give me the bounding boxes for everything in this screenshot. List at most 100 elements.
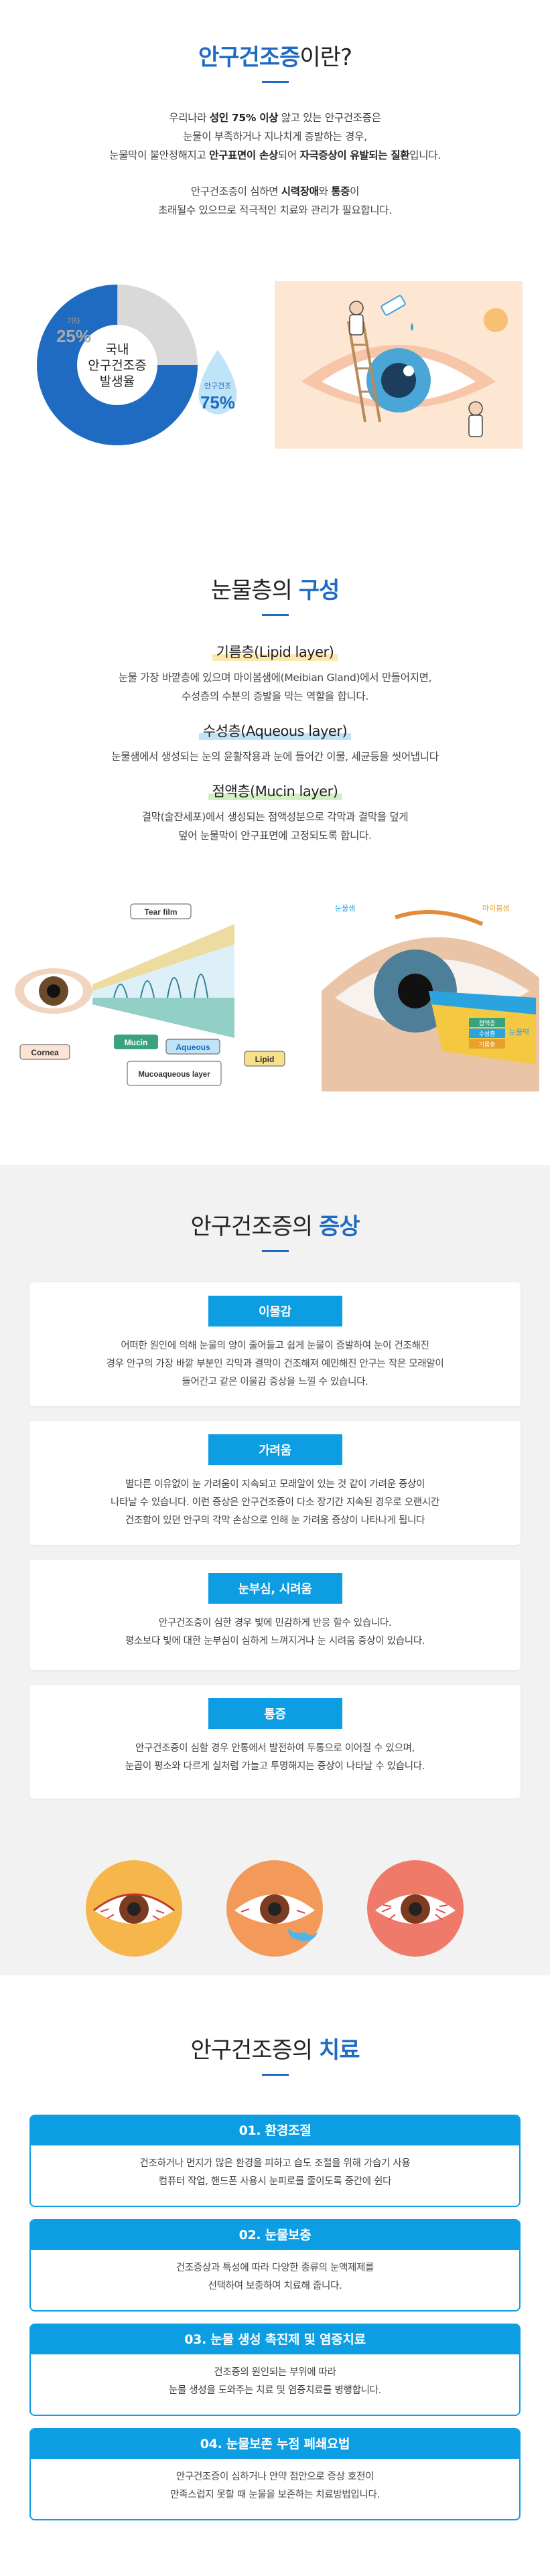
doctor-figure-icon [349, 301, 364, 315]
symptom-tag: 가려움 [208, 1434, 342, 1465]
symptom-title: 안구건조증의 증상 [0, 1165, 550, 1241]
lipid-layer-desc: 눈물 가장 바깥층에 있으며 마이봄샘에(Meibian Gland)에서 만들… [0, 668, 550, 706]
treatment-head: 01. 환경조절 [31, 2116, 519, 2145]
treatment-title-pre: 안구건조증의 [190, 2037, 319, 2064]
title-underline [261, 81, 289, 83]
intro-title-main: 안구건조증 [198, 44, 300, 71]
text: 어떠한 원인에 의해 눈물의 양이 줄어들고 쉽게 눈물이 증발하여 눈이 건조… [121, 1341, 429, 1351]
aqueous-layer-name: 수성층(Aqueous layer) [198, 721, 352, 741]
symptom-card-glare: 눈부심, 시려움 안구건조증이 심한 경우 빛에 민감하게 반응 할수 있습니다… [29, 1560, 521, 1670]
layer-list: 기름층(Lipid layer) 눈물 가장 바깥층에 있으며 마이봄샘에(Me… [0, 641, 550, 845]
tear-gland-label: 눈물샘 [335, 904, 355, 913]
donut-other-value: 25% [56, 326, 91, 346]
text: 되어 [277, 149, 300, 161]
mucin-label-box [114, 1035, 158, 1049]
symptom-tag: 통증 [208, 1698, 342, 1729]
tear-title-bold: 구성 [298, 577, 340, 604]
symptom-title-bold: 증상 [318, 1213, 360, 1240]
tear-title: 눈물층의 구성 [0, 516, 550, 605]
treatment-desc: 건조증의 원인되는 부위에 따라 눈물 생성을 도와주는 치료 및 염증치료를 … [31, 2354, 519, 2400]
text: 수성층의 수분의 증발을 막는 역할을 합니다. [181, 690, 369, 702]
ladder-icon [347, 321, 366, 423]
text: 눈물이 부족하거나 지나치게 증발하는 경우, [183, 131, 367, 143]
meibomian-gland-icon [395, 910, 484, 926]
text: 만족스럽지 못할 때 눈물을 보존하는 치료방법입니다. [170, 2490, 380, 2500]
text-bold: 성인 75% 이상 [209, 112, 279, 124]
text: 들어간고 같은 이물감 증상을 느낄 수 있습니다. [182, 1377, 368, 1387]
eye-circle-tearing-icon [226, 1860, 323, 1957]
donut-hole [78, 326, 156, 404]
veins [381, 1904, 448, 1920]
treatment-card-environment: 01. 환경조절 건조하거나 먼지가 많은 환경을 피하고 습도 조절을 위해 … [29, 2115, 521, 2207]
intro-paragraph-1: 우리나라 성인 75% 이상 앓고 있는 안구건조증은 눈물이 부족하거나 지나… [0, 108, 550, 165]
treatment-card-punctal-plug: 04. 눈물보존 누점 폐쇄요법 안구건조증이 심하거나 안약 점안으로 증상 … [29, 2428, 521, 2520]
eyedrop-bottle-icon [381, 295, 406, 316]
text: 나타날 수 있습니다. 이런 증상은 안구건조증이 다소 장기간 지속된 경우로… [111, 1497, 439, 1508]
drop-value: 75% [200, 392, 235, 412]
text-bold: 통증 [331, 185, 350, 198]
lipid-band [92, 924, 234, 991]
title-underline [261, 1250, 289, 1252]
text: 건조증의 원인되는 부위에 따라 [214, 2367, 336, 2378]
donut-svg: 기타 25% 국내 안구건조증 발생율 안구건조 75% [37, 285, 239, 445]
text: 앓고 있는 안구건조증은 [278, 112, 381, 124]
drop-small-icon [411, 323, 413, 331]
l2-label: 수성층 [479, 1031, 496, 1038]
eye-closeup-pupil [47, 984, 60, 998]
symptom-card-foreign-body: 이물감 어떠한 원인에 의해 눈물의 양이 줄어들고 쉽게 눈물이 증발하여 눈… [29, 1282, 521, 1406]
donut-center-line2: 안구건조증 [88, 358, 146, 373]
mucoaqueous-label: Mucoaqueous layer [138, 1071, 210, 1079]
intro-section: 안구건조증이란? 우리나라 성인 75% 이상 앓고 있는 안구건조증은 눈물이… [0, 0, 550, 469]
text: 건조함이 있던 안구의 각막 손상으로 인해 눈 가려움 증상이 나타나게 됩니… [125, 1515, 425, 1526]
veins [240, 1908, 305, 1914]
text-bold: 안구표면이 손상 [209, 149, 278, 161]
text: 입니다. [409, 149, 441, 161]
text: 건조증상과 특성에 따라 다양한 종류의 눈액제제를 [176, 2263, 374, 2273]
intro-title-suffix: 이란? [299, 44, 352, 71]
mucin-band [92, 998, 234, 1038]
mucin-label: Mucin [125, 1038, 148, 1047]
mucoaqueous-label-box [127, 1061, 222, 1086]
l3-box [469, 1039, 505, 1049]
text: 눈물 생성을 도와주는 치료 및 염증치료를 병행합니다. [168, 2385, 382, 2396]
tear-layer-section: 눈물층의 구성 기름층(Lipid layer) 눈물 가장 바깥층에 있으며 … [0, 516, 550, 1158]
text: 눈물 가장 바깥층에 있으며 마이봄샘에(Meibian Gland)에서 만들… [118, 672, 432, 684]
symptom-eyes-row [0, 1858, 550, 1959]
tears-label: 눈물막 [509, 1028, 529, 1037]
eye-highlight [403, 366, 414, 376]
lipid-layer-name: 기름층(Lipid layer) [212, 641, 338, 662]
intro-title: 안구건조증이란? [0, 0, 550, 72]
nurse-figure-icon [468, 401, 483, 416]
treatment-title: 안구건조증의 치료 [0, 1975, 550, 2064]
l3-label: 기름층 [479, 1041, 496, 1049]
text: 덮어 눈물막이 안구표면에 고정되도록 합니다. [178, 830, 372, 842]
donut-main-slice [37, 285, 198, 445]
intro-paragraph-2: 안구건조증이 심하면 시력장애와 통증이 초래될수 있으므로 적극적인 치료와 … [0, 182, 550, 220]
text: 와 [318, 185, 332, 198]
text: 안구건조증이 심한 경우 빛에 민감하게 반응 할수 있습니다. [158, 1618, 392, 1628]
symptom-title-pre: 안구건조증의 [190, 1213, 319, 1240]
symptom-desc: 어떠한 원인에 의해 눈물의 양이 줄어들고 쉽게 눈물이 증발하여 눈이 건조… [29, 1337, 521, 1391]
title-underline [261, 2074, 289, 2076]
symptom-desc: 별다른 이유없이 눈 가려움이 지속되고 모래알이 있는 것 같이 가려운 증상… [29, 1476, 521, 1530]
treatment-card-stimulant: 03. 눈물 생성 촉진제 및 염증치료 건조증의 원인되는 부위에 따라 눈물… [29, 2324, 521, 2416]
drop-label: 안구건조 [204, 382, 231, 390]
pupil [268, 1902, 281, 1916]
text: 결막(술잔세포)에서 생성되는 점액성분으로 각막과 결막을 덮게 [141, 811, 409, 823]
tear-film-label-box [130, 903, 192, 919]
text: 평소보다 빛에 대한 눈부심이 심하게 느껴지거나 눈 시려움 증상이 있습니다… [125, 1636, 425, 1647]
symptom-section: 안구건조증의 증상 이물감 어떠한 원인에 의해 눈물의 양이 줄어들고 쉽게 … [0, 1165, 550, 1975]
text: 안구건조증이 심하면 [190, 185, 281, 198]
text: 별다른 이유없이 눈 가려움이 지속되고 모래알이 있는 것 같이 가려운 증상… [125, 1479, 425, 1490]
cornea-label: Cornea [31, 1048, 59, 1057]
symptom-card-itching: 가려움 별다른 이유없이 눈 가려움이 지속되고 모래알이 있는 것 같이 가려… [29, 1421, 521, 1545]
symptom-tag: 눈부심, 시려움 [208, 1573, 342, 1604]
text: 눈곱이 평소와 다르게 실처럼 가늘고 투명해지는 증상이 나타날 수 있습니다… [125, 1761, 425, 1772]
text: 선택하여 보충하여 치료해 줍니다. [208, 2281, 342, 2291]
l1-label: 점액층 [479, 1019, 496, 1027]
eye-circle-redness-icon [367, 1860, 464, 1957]
tear-drops [288, 1928, 318, 1942]
symptom-tag: 이물감 [208, 1296, 342, 1327]
aqueous-label-box [165, 1039, 220, 1055]
